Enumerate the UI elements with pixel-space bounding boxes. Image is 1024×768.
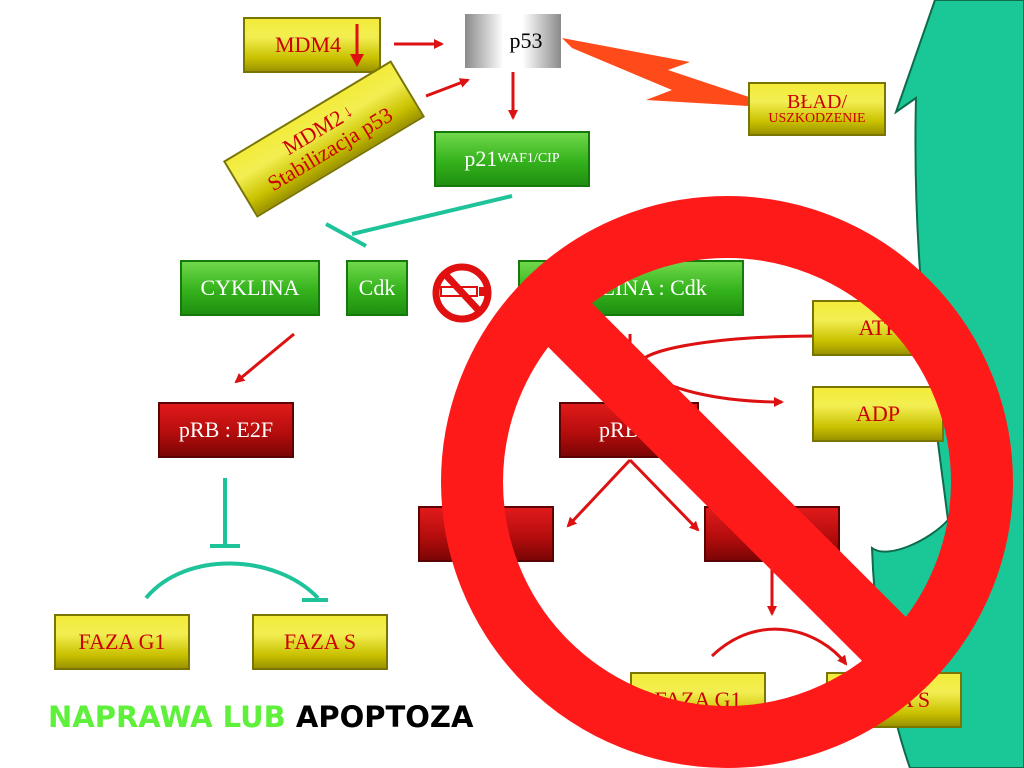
footer-naprawa-lub: NAPRAWA LUB [48,700,286,734]
arrow-prbp-prb [566,458,632,528]
node-blad-uszkodzenie: BŁAD/ USZKODZENIE [748,82,886,136]
curved-green-arrow-icon [870,0,1024,768]
node-uszkodzenie-label: USZKODZENIE [768,111,866,126]
arrow-cyklina-prb [234,332,295,384]
footer-caption: NAPRAWA LUB APOPTOZA [48,700,473,734]
node-atp-label: ATP [858,315,898,340]
node-prb: pRB [418,506,554,562]
node-cyklina: CYKLINA [180,260,320,316]
node-adp-label: ADP [855,401,900,426]
node-prb-p-label: pRB-P [599,417,659,442]
node-cdk: Cdk [346,260,408,316]
arrow-prbp-e2f [628,458,700,532]
node-p21-superscript: WAF1/CIP [497,151,560,166]
node-faza-g1-right: FAZA G1 [630,672,766,728]
lightning-bolt-icon [562,38,752,106]
arrow-mdm2-p53 [425,78,470,98]
down-arrow-icon [350,24,365,67]
node-cyklina-cdk: CYKLINA : Cdk [518,260,744,316]
node-prb-e2f-label: pRB : E2F [178,417,274,442]
inhibit-g1-s-left [144,561,320,600]
node-atp: ATP [812,300,944,356]
node-p53-label: p53 [509,28,543,53]
node-faza-s-left-label: FAZA S [283,629,357,654]
node-faza-g1-left: FAZA G1 [54,614,190,670]
node-cdk-label: Cdk [358,275,396,300]
node-blad-label: BŁAD/ [787,91,847,113]
node-prb-p: pRB-P [559,402,699,458]
node-cyklina-cdk-label: CYKLINA : Cdk [555,275,707,300]
arrow-atp-adp [638,334,819,407]
node-p53: p53 [465,14,561,68]
node-cyklina-label: CYKLINA [200,275,300,300]
node-e2f-label: E2F [753,521,791,546]
node-prb-e2f: pRB : E2F [158,402,294,458]
node-adp: ADP [812,386,944,442]
node-faza-s-right-label: FAZA S [857,687,931,712]
node-faza-g1-right-label: FAZA G1 [654,687,742,712]
footer-apoptoza: APOPTOZA [295,700,474,734]
node-p21-label: p21 [464,146,498,171]
node-prb-label: pRB [465,521,507,546]
node-mdm4-label: MDM4 [275,32,342,57]
inhibit-p21-bar [325,222,367,248]
node-faza-g1-left-label: FAZA G1 [78,629,166,654]
arrow-g1-s-right [710,627,848,666]
node-e2f: E2F [704,506,840,562]
node-faza-s-right: FAZA S [826,672,962,728]
node-faza-s-left: FAZA S [252,614,388,670]
node-mdm4: MDM4 [243,17,381,73]
inhibit-p21 [351,194,513,236]
